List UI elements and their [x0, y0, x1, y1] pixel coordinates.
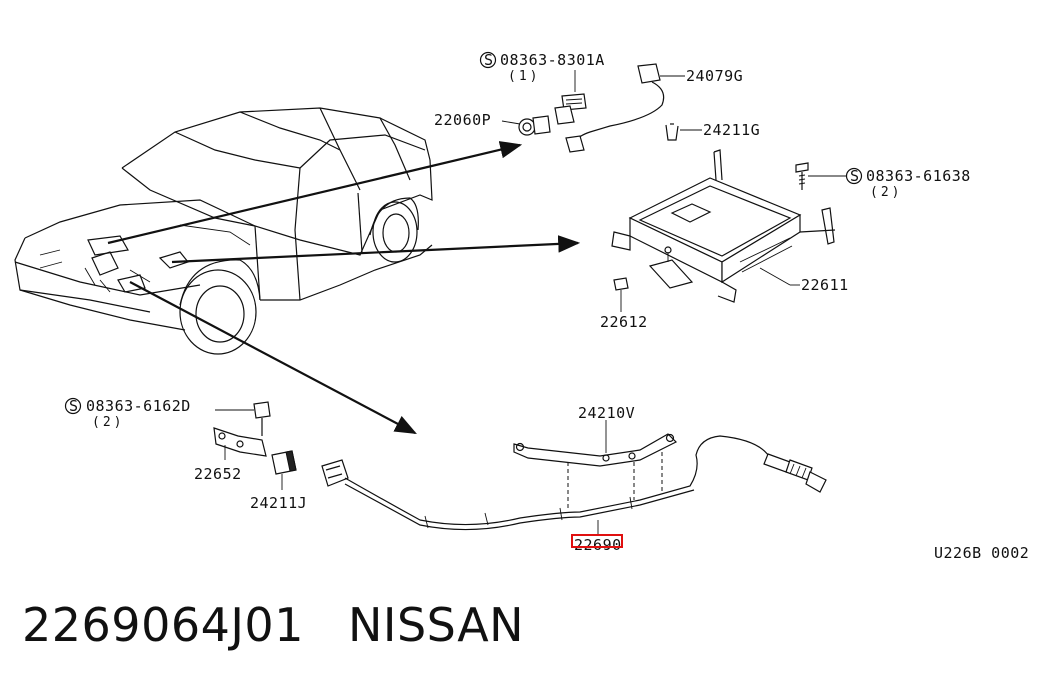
top-sensor-group: S 08363-8301A (1) 22060P 24079G 24211G: [434, 51, 760, 153]
ecm-group: S 08363-61638 (2) 22611 22612: [600, 149, 971, 331]
footer-part-number: 2269064J01: [22, 598, 304, 652]
footer: 2269064J01 NISSAN: [22, 598, 568, 652]
s-symbol-top: S: [484, 51, 494, 69]
callout-08363-6162d: 08363-6162D: [86, 397, 191, 415]
callout-qty-top: (1): [508, 69, 540, 84]
callout-22612: 22612: [600, 313, 648, 331]
s-symbol-left: S: [69, 397, 79, 415]
callout-22690: 22690: [574, 536, 622, 554]
callout-qty-left: (2): [92, 415, 124, 430]
callout-08363-61638: 08363-61638: [866, 167, 971, 185]
diagram-code: U226B 0002: [934, 544, 1029, 562]
callout-22652: 22652: [194, 465, 242, 483]
highlight-box: [571, 534, 623, 548]
footer-brand: NISSAN: [347, 598, 525, 652]
pointer-arrows: [107, 141, 581, 435]
callout-22611: 22611: [801, 276, 849, 294]
s-symbol-right: S: [850, 167, 860, 185]
callout-24211g: 24211G: [703, 121, 760, 139]
callout-24211j: 24211J: [250, 494, 307, 512]
callout-qty-right: (2): [870, 185, 902, 200]
callout-24079g: 24079G: [686, 67, 743, 85]
callout-22060p: 22060P: [434, 111, 491, 129]
car-illustration: [14, 107, 433, 355]
callout-24210v: 24210V: [578, 404, 635, 422]
callout-08363-8301a: 08363-8301A: [500, 51, 605, 69]
lower-sensor-group: S 08363-6162D (2) 22652 24211J 24210V: [64, 397, 827, 554]
